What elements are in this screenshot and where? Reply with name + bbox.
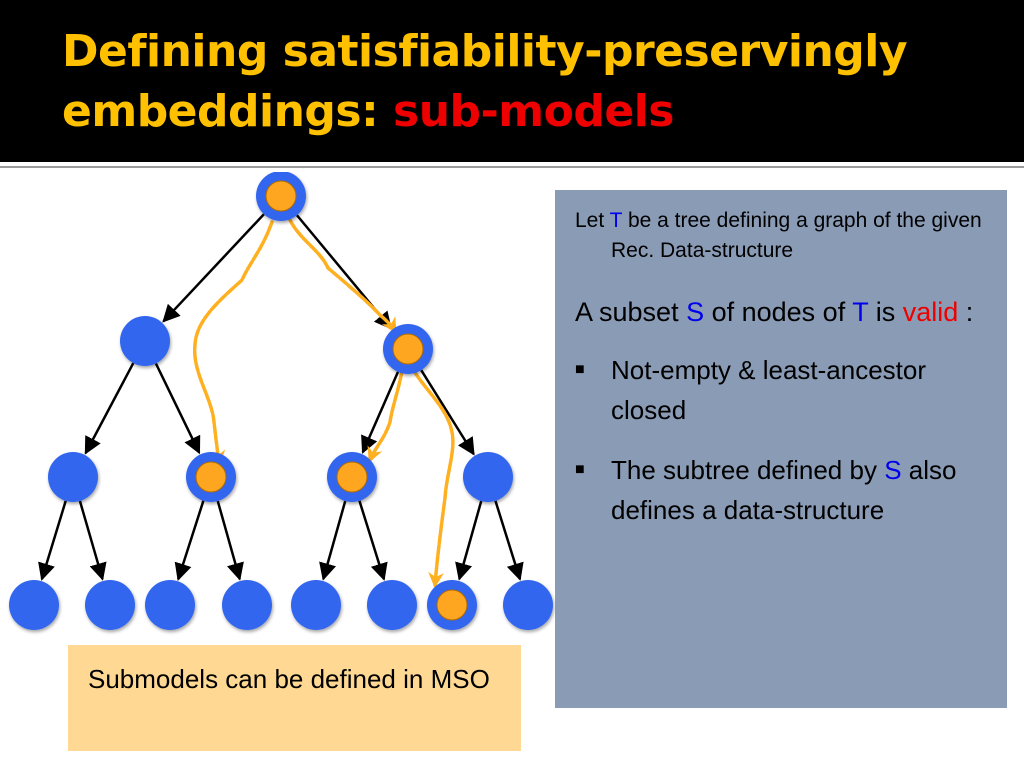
node-circle bbox=[222, 580, 272, 630]
selected-node bbox=[327, 452, 377, 502]
path-arrow bbox=[288, 218, 397, 334]
edge-arrow bbox=[84, 362, 135, 455]
bullet-item: ■ Not-empty & least-ancestor closed bbox=[575, 350, 997, 430]
bullet-item: ■ The subtree defined by S also defines … bbox=[575, 450, 997, 530]
edge-arrow bbox=[319, 500, 347, 581]
symbol-T: T bbox=[609, 209, 623, 232]
square-bullet-icon: ■ bbox=[575, 361, 585, 378]
selected-node bbox=[383, 324, 433, 374]
mso-note: Submodels can be defined in MSO bbox=[68, 645, 521, 751]
tree-node bbox=[367, 580, 417, 630]
tree-node bbox=[222, 580, 272, 630]
tree-node bbox=[48, 452, 98, 502]
edge-arrow bbox=[361, 371, 400, 454]
selected-marker bbox=[265, 180, 297, 212]
symbol-S: S bbox=[884, 455, 902, 485]
edge-arrow bbox=[358, 500, 388, 581]
node-circle bbox=[503, 580, 553, 630]
tree-node bbox=[291, 580, 341, 630]
definition-panel: Let T be a tree defining a graph of the … bbox=[555, 190, 1007, 708]
path-arrow bbox=[192, 220, 274, 467]
node-circle bbox=[9, 580, 59, 630]
tree-node bbox=[145, 580, 195, 630]
selected-node bbox=[186, 452, 236, 502]
tree-node bbox=[503, 580, 553, 630]
tree-nodes bbox=[9, 172, 553, 630]
edge-arrow bbox=[494, 500, 524, 581]
title-highlight: sub-models bbox=[393, 86, 674, 137]
tree-node bbox=[85, 580, 135, 630]
tree-definition: Let T be a tree defining a graph of the … bbox=[575, 209, 982, 262]
slide-title: Defining satisfiability-preservingly emb… bbox=[62, 22, 1002, 142]
node-circle bbox=[120, 316, 170, 366]
title-line-1: Defining satisfiability-preservingly bbox=[62, 26, 908, 77]
edge-arrow bbox=[162, 213, 265, 323]
tree-node bbox=[120, 316, 170, 366]
symbol-T: T bbox=[852, 297, 869, 327]
edge-arrow bbox=[154, 362, 201, 455]
edge-arrow bbox=[78, 500, 107, 581]
valid-subset-definition: A subset S of nodes of T is valid : bbox=[575, 297, 974, 327]
selected-marker bbox=[436, 589, 468, 621]
node-circle bbox=[48, 452, 98, 502]
tree-edges bbox=[38, 213, 524, 581]
title-bar: Defining satisfiability-preservingly emb… bbox=[0, 0, 1024, 160]
edge-arrow bbox=[216, 500, 244, 581]
node-circle bbox=[85, 580, 135, 630]
binary-tree-diagram bbox=[9, 172, 553, 630]
node-circle bbox=[145, 580, 195, 630]
symbol-S: S bbox=[686, 297, 705, 327]
selected-marker bbox=[336, 461, 368, 493]
valid-keyword: valid bbox=[902, 297, 959, 327]
selected-node bbox=[427, 580, 477, 630]
edge-arrow bbox=[38, 500, 67, 581]
selected-marker bbox=[195, 461, 227, 493]
path-arrow bbox=[367, 369, 404, 463]
title-divider-line bbox=[0, 166, 1024, 168]
node-circle bbox=[463, 452, 513, 502]
note-text: Submodels can be defined in MSO bbox=[88, 664, 490, 694]
tree-node bbox=[9, 580, 59, 630]
title-line-2: embeddings: bbox=[62, 86, 394, 137]
selected-node bbox=[256, 172, 306, 221]
edge-arrow bbox=[455, 500, 483, 581]
square-bullet-icon: ■ bbox=[575, 461, 585, 478]
edge-arrow bbox=[174, 500, 205, 581]
node-circle bbox=[367, 580, 417, 630]
tree-node bbox=[463, 452, 513, 502]
node-circle bbox=[291, 580, 341, 630]
selected-marker bbox=[392, 333, 424, 365]
highlighted-paths bbox=[192, 218, 455, 589]
path-arrow bbox=[412, 369, 455, 589]
edge-arrow bbox=[420, 369, 475, 456]
